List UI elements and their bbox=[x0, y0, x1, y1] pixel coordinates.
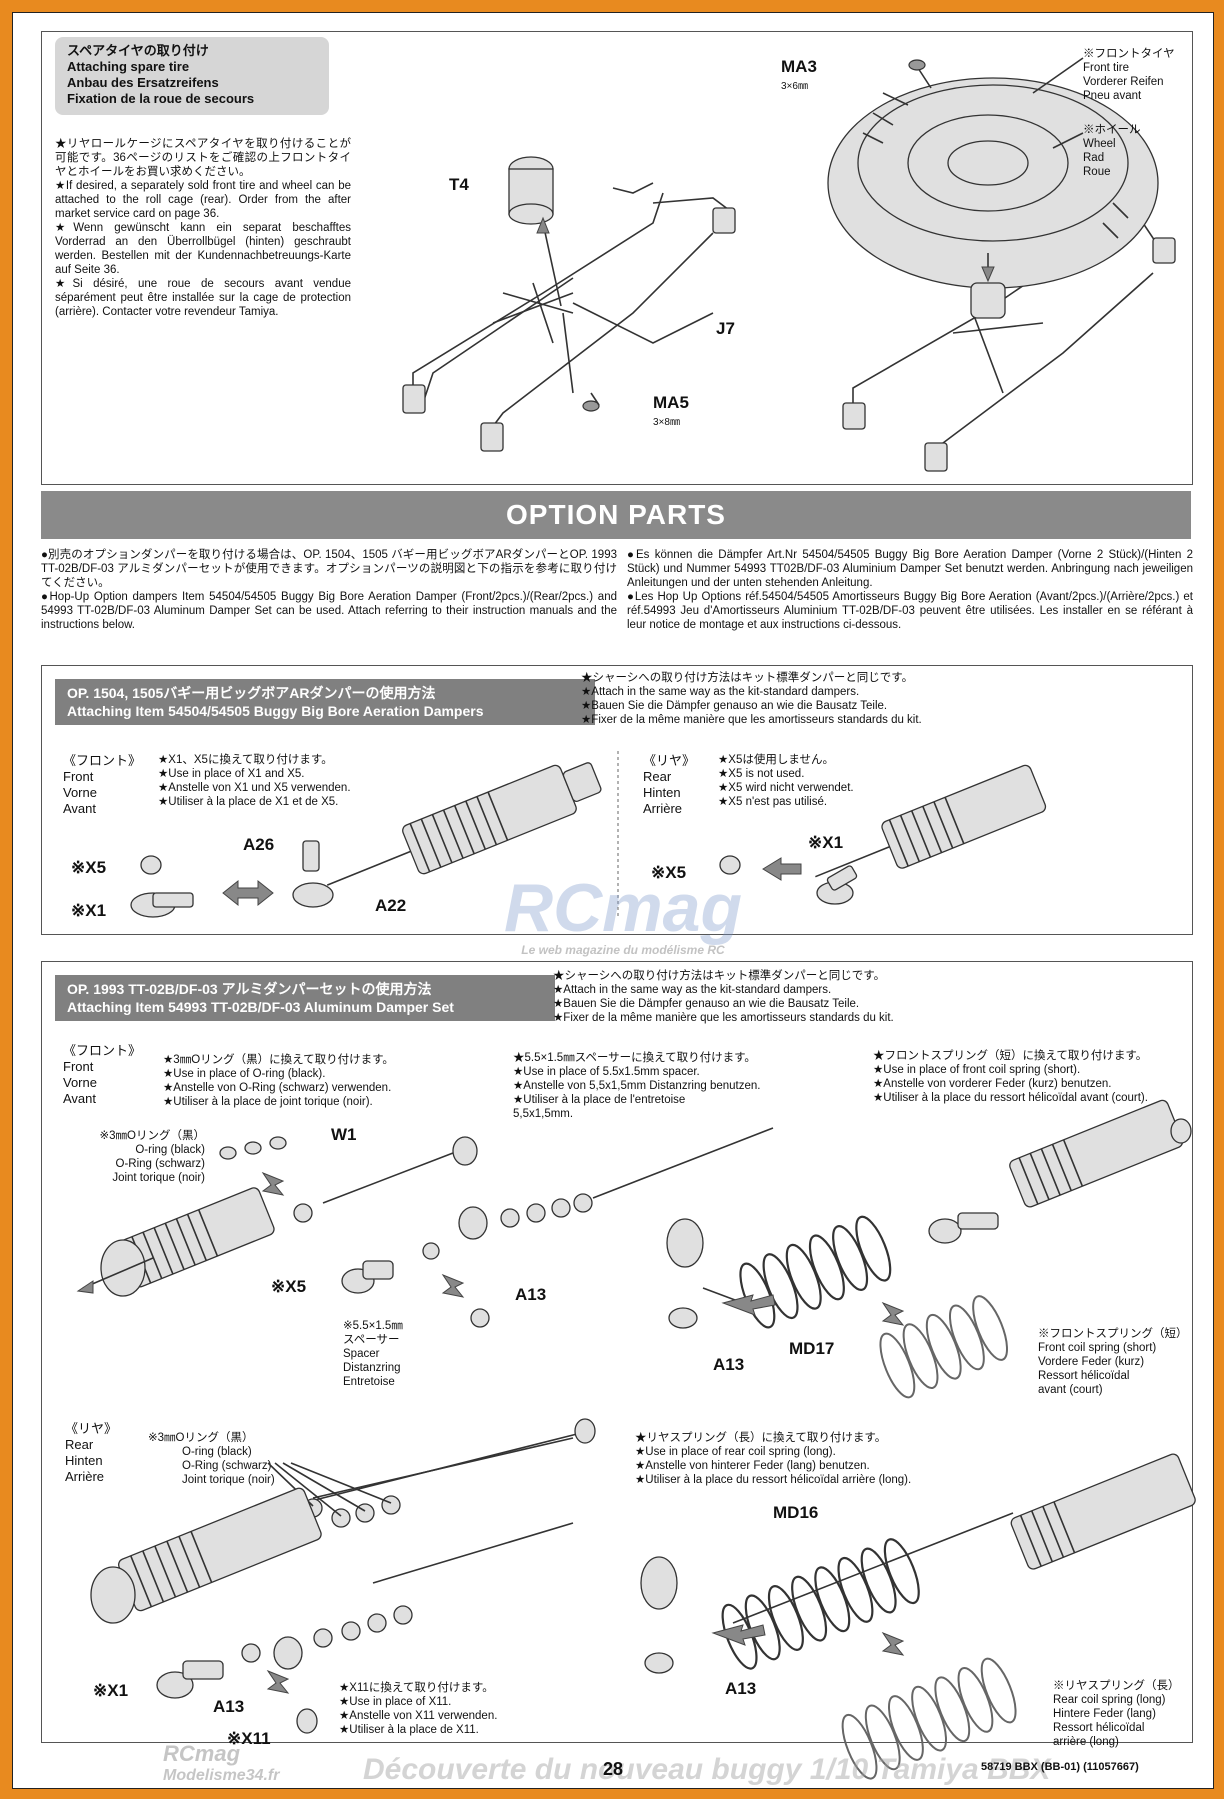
label-a13-rear-spring: A13 bbox=[725, 1679, 757, 1698]
rcmag-watermark-logo: RCmag Le web magazine du modélisme RC bbox=[503, 870, 743, 957]
label-x5-front: ※X5 bbox=[71, 858, 107, 877]
label-x1-rear: ※X1 bbox=[808, 833, 844, 852]
op1504-damper-diagram bbox=[130, 762, 1047, 918]
note-en: ★If desired, a separately sold front tir… bbox=[55, 180, 351, 220]
label-x11: ※X11 bbox=[227, 1729, 271, 1748]
footer-watermark: Découverte du nouveau buggy 1/10 Tamiya … bbox=[363, 1753, 1051, 1786]
page-number: 28 bbox=[603, 1759, 624, 1779]
op1504-divider bbox=[617, 751, 619, 918]
label-md16: MD16 bbox=[773, 1503, 819, 1522]
op1504-front-notes: ★X1、X5に換えて取り付けます。★Use in place of X1 and… bbox=[158, 754, 351, 808]
op1993-rear-spring-label: ※リヤスプリング（長）Rear coil spring (long)Hinter… bbox=[1053, 1680, 1180, 1748]
title-de: Anbau des Ersatzreifens bbox=[67, 75, 219, 90]
op1993-attach-notes: ★シャーシへの取り付け方法はキット標準ダンパーと同じです。★Attach in … bbox=[553, 970, 894, 1024]
spare-tire-header: スペアタイヤの取り付け Attaching spare tire Anbau d… bbox=[55, 37, 329, 115]
label-x1-front: ※X1 bbox=[71, 901, 107, 920]
op1993-front-diagram bbox=[76, 1099, 1192, 1399]
title-en: Attaching spare tire bbox=[67, 59, 190, 74]
product-code: 58719 BBX (BB-01) (11057667) bbox=[981, 1761, 1139, 1773]
title-ja: スペアタイヤの取り付け bbox=[67, 43, 209, 58]
label-a26: A26 bbox=[243, 835, 275, 854]
note-de: ★Wenn gewünscht kann ein separat beschaf… bbox=[55, 222, 351, 276]
roll-cage-diagram bbox=[402, 57, 1176, 472]
op1993-section bbox=[41, 961, 1193, 1743]
label-a13-front: A13 bbox=[515, 1285, 547, 1304]
op1993-x11-notes: ★X11に換えて取り付けます。★Use in place of X11.★Ans… bbox=[339, 1682, 498, 1736]
op1993-rear-spring-notes: ★リヤスプリング（長）に換えて取り付けます。★Use in place of r… bbox=[635, 1432, 912, 1486]
label-x5: ※X5 bbox=[271, 1277, 307, 1296]
spare-tire-notes: ★リヤロールケージにスペアタイヤを取り付けることが可能です。36ページのリストを… bbox=[55, 137, 351, 319]
label-a22: A22 bbox=[375, 896, 407, 915]
op1993-spring-label: ※フロントスプリング（短）Front coil spring (short)Vo… bbox=[1038, 1328, 1188, 1396]
op1993-spring-notes: ★フロントスプリング（短）に換えて取り付けます。★Use in place of… bbox=[873, 1050, 1148, 1104]
option-parts-banner: OPTION PARTS bbox=[41, 491, 1191, 539]
op1504-rear-notes: ★X5は使用しません。★X5 is not used.★X5 wird nich… bbox=[718, 754, 854, 808]
option-intro-right: ●Es können die Dämpfer Art.Nr 54504/5450… bbox=[627, 549, 1193, 631]
label-j7: J7 bbox=[716, 319, 735, 338]
label-md17: MD17 bbox=[789, 1339, 835, 1358]
op1993-spacer-notes: ★5.5×1.5㎜スペーサーに換えて取り付けます。★Use in place o… bbox=[513, 1052, 761, 1120]
op1993-oring-notes: ★3㎜Oリング（黒）に換えて取り付けます。★Use in place of O-… bbox=[163, 1054, 394, 1108]
label-w1: W1 bbox=[331, 1125, 357, 1144]
option-intro-left: ●別売のオプションダンパーを取り付ける場合は、OP. 1504、1505 バギー… bbox=[41, 549, 617, 631]
rcmag-footer-logo: RCmag Modelisme34.fr bbox=[163, 1741, 280, 1785]
label-a13-rear: A13 bbox=[213, 1697, 245, 1716]
label-x5-rear: ※X5 bbox=[651, 863, 687, 882]
op1504-attach-notes: ★シャーシへの取り付け方法はキット標準ダンパーと同じです。★Attach in … bbox=[581, 672, 922, 726]
title-fr: Fixation de la roue de secours bbox=[67, 91, 255, 106]
op1993-rear-diagram bbox=[90, 1418, 1196, 1780]
label-a13-spring: A13 bbox=[713, 1355, 745, 1374]
op1993-oring-label: ※3㎜Oリング（黒）O-ring (black)O-Ring (schwarz)… bbox=[99, 1130, 205, 1184]
op1993-rear-oring-label: ※3㎜Oリング（黒）O-ring (black)O-Ring (schwarz)… bbox=[148, 1432, 275, 1486]
label-x1-rear: ※X1 bbox=[93, 1681, 129, 1700]
label-t4: T4 bbox=[449, 175, 469, 194]
manual-page: スペアタイヤの取り付け Attaching spare tire Anbau d… bbox=[12, 12, 1214, 1789]
note-fr: ★Si désiré, une roue de secours avant ve… bbox=[55, 278, 351, 318]
note-ja: ★リヤロールケージにスペアタイヤを取り付けることが可能です。36ページのリストを… bbox=[55, 138, 351, 178]
